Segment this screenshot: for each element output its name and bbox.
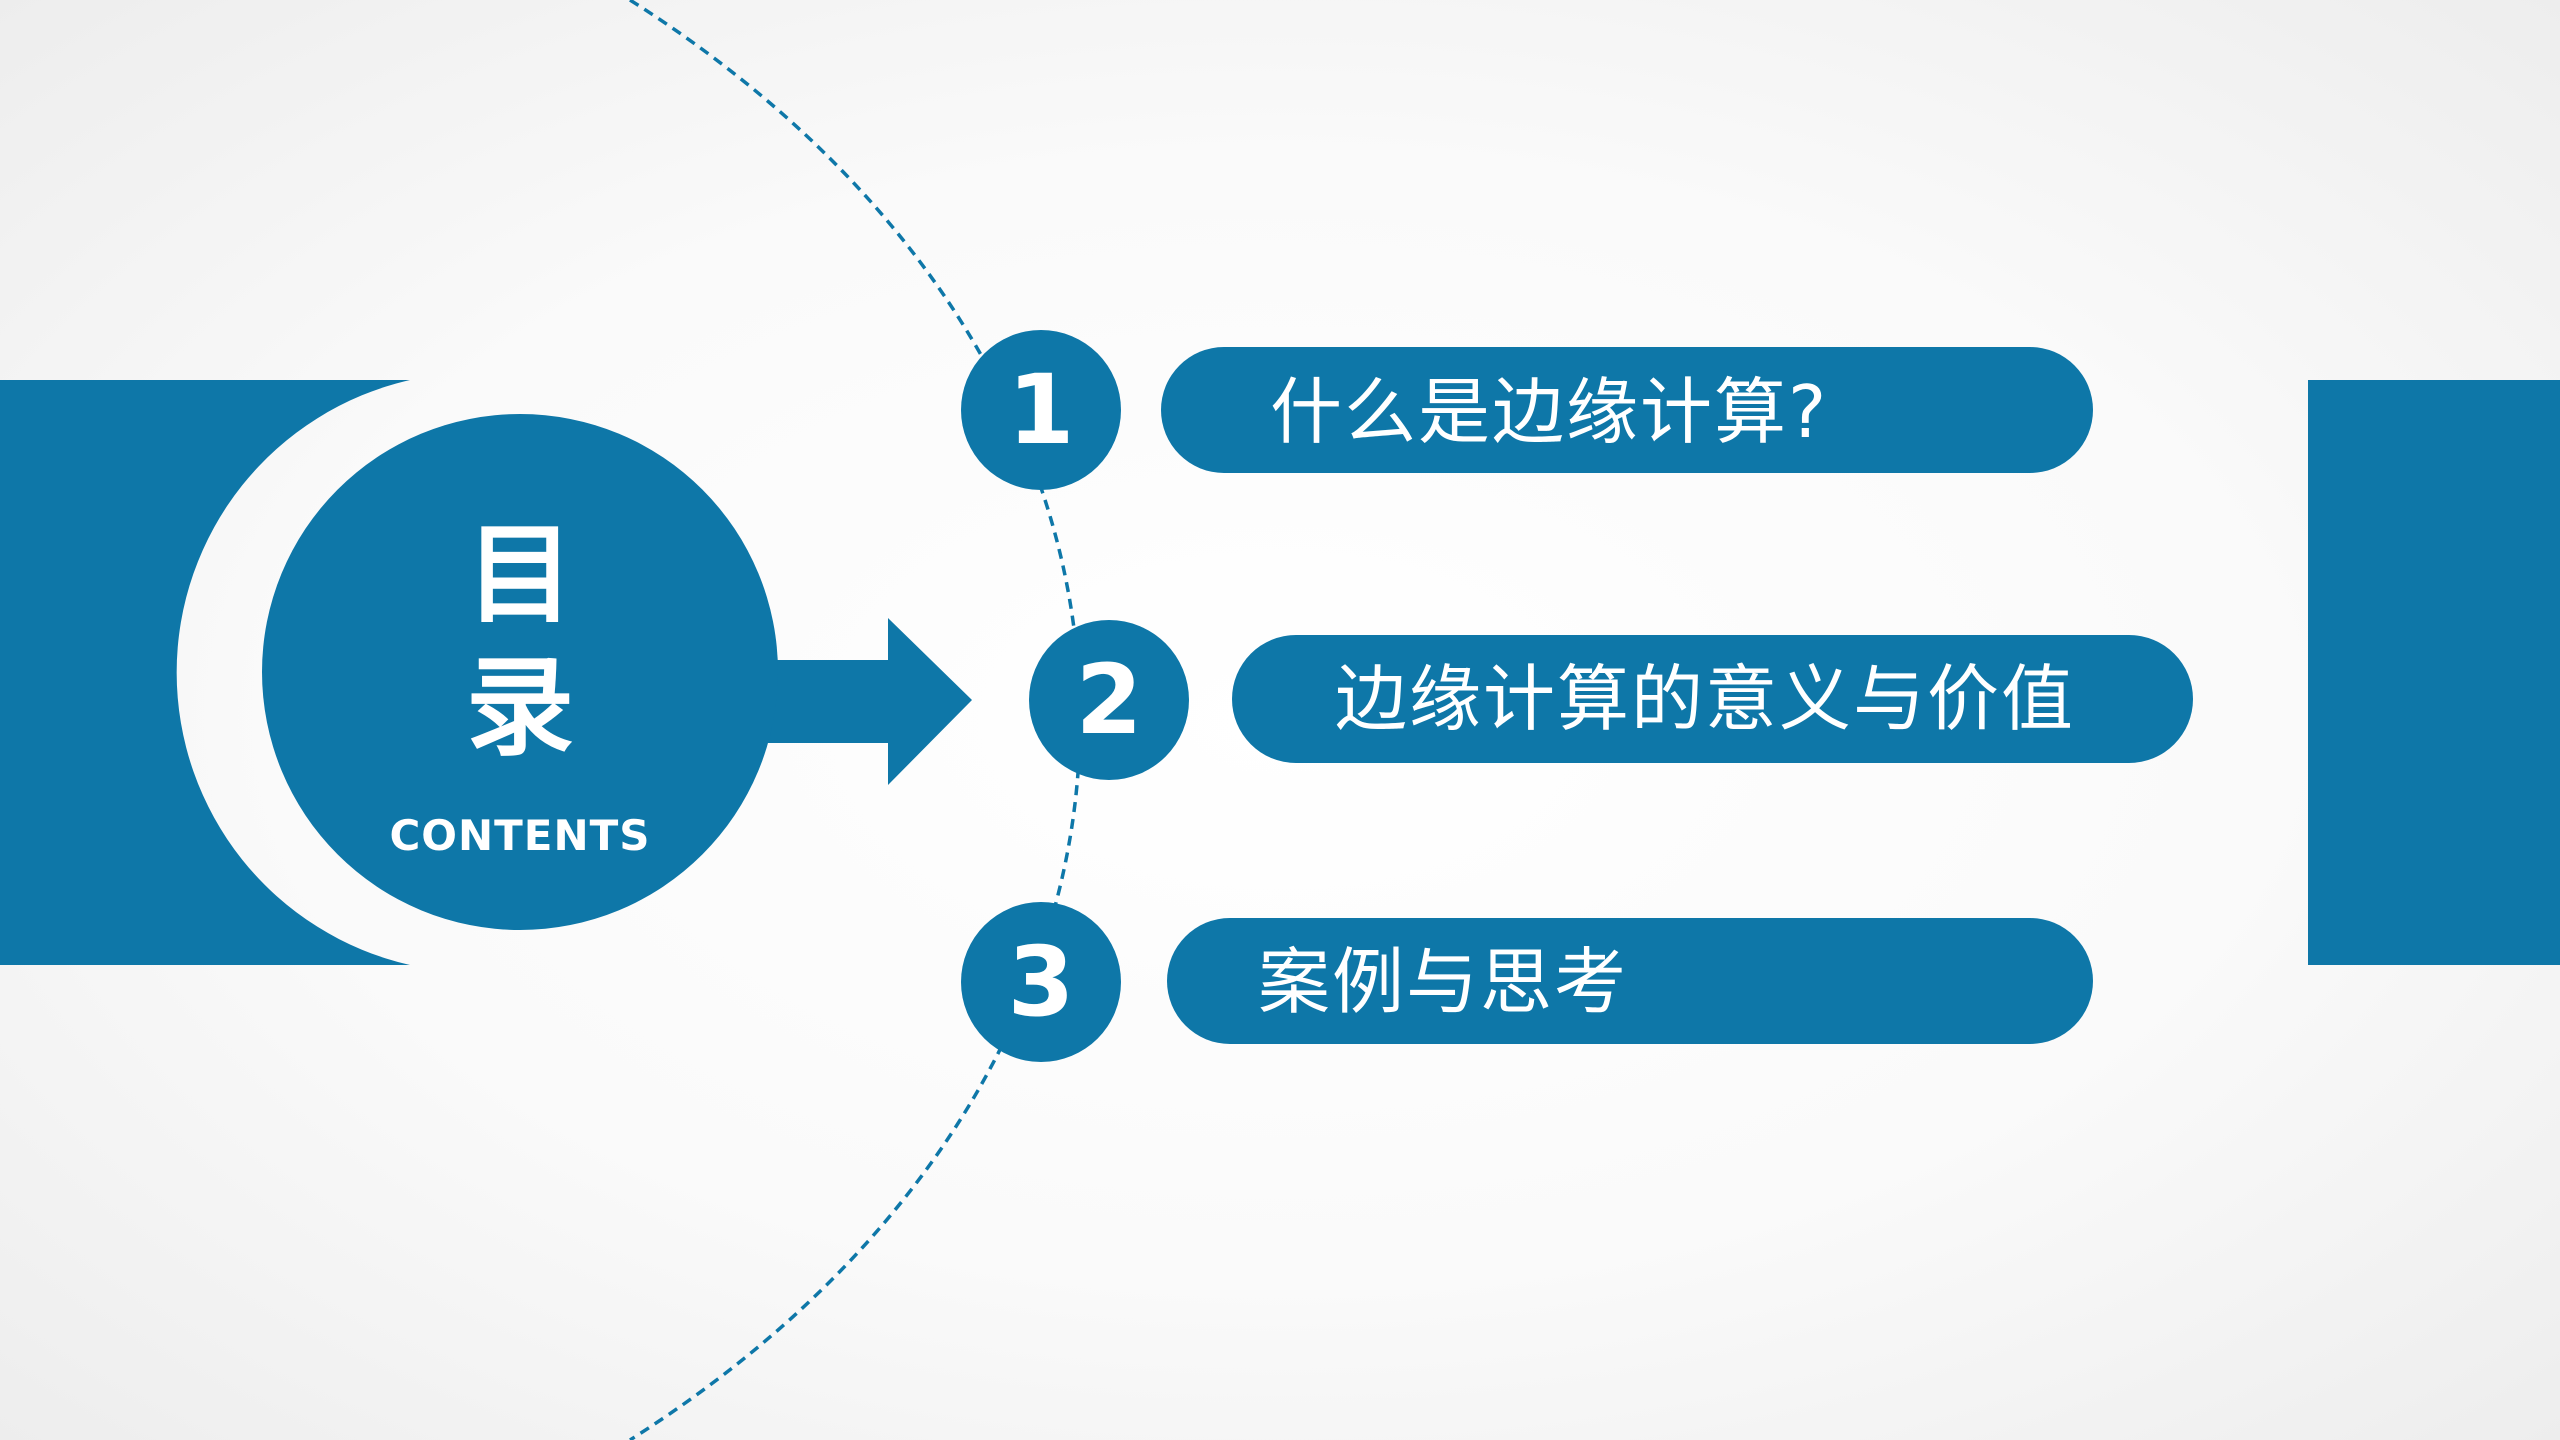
item-3-number: 3 xyxy=(1007,926,1075,1038)
title-circle xyxy=(262,414,778,930)
item-1-label: 什么是边缘计算? xyxy=(1270,370,1829,454)
item-3-pill[interactable] xyxy=(1167,918,2093,1044)
item-1-number-circle[interactable] xyxy=(961,330,1121,490)
item-2-pill[interactable] xyxy=(1232,635,2193,763)
title-char-lu: 录 xyxy=(465,646,574,771)
item-2-number-circle[interactable] xyxy=(1029,620,1189,780)
item-3-number-circle[interactable] xyxy=(961,902,1121,1062)
left-band xyxy=(0,380,410,965)
item-2-label: 边缘计算的意义与价值 xyxy=(1335,657,2076,741)
item-1-number: 1 xyxy=(1007,354,1075,466)
item-1-pill[interactable] xyxy=(1161,347,2093,473)
right-band xyxy=(2308,380,2560,965)
title-char-mu: 目 xyxy=(465,513,574,638)
item-3-label: 案例与思考 xyxy=(1258,940,1629,1024)
arrow-pointer xyxy=(740,618,972,785)
item-2-number: 2 xyxy=(1075,644,1143,756)
contents-subtitle: CONTENTS xyxy=(389,811,651,860)
